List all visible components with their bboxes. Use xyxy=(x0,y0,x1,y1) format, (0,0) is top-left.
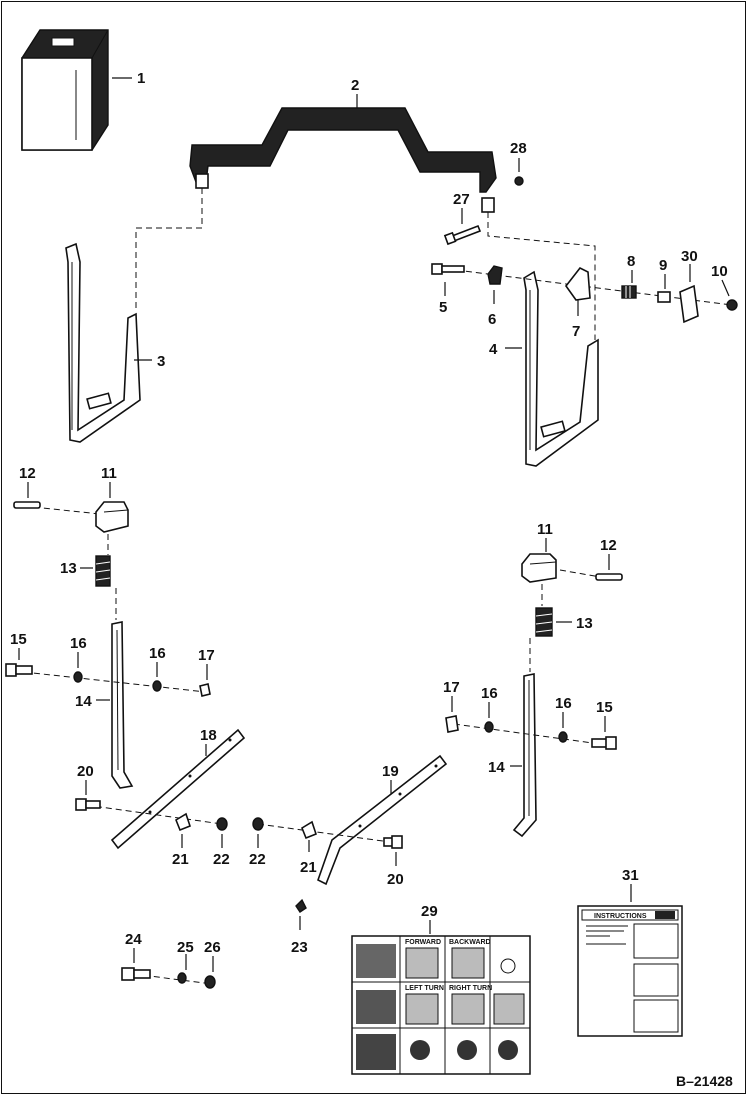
decal-forward: FORWARD xyxy=(405,939,441,946)
callout-20-left: 20 xyxy=(77,763,94,780)
part-2-handle-bar xyxy=(189,107,497,213)
decal-left-turn: LEFT TURN xyxy=(405,985,444,992)
callout-7: 7 xyxy=(572,323,580,340)
callout-8: 8 xyxy=(627,253,635,270)
part-13-left-spring xyxy=(95,555,111,587)
part-4-right-bar xyxy=(523,270,599,467)
part-17-left-nut xyxy=(199,683,211,697)
callout-13-right: 13 xyxy=(576,615,593,632)
callout-18: 18 xyxy=(200,727,217,744)
callout-16-left-b: 16 xyxy=(149,645,166,662)
callout-14-left: 14 xyxy=(75,693,92,710)
part-16-right-washer-b xyxy=(558,731,568,743)
part-31-decal xyxy=(577,905,683,1037)
callout-26: 26 xyxy=(204,939,221,956)
part-11-left-block xyxy=(95,501,129,533)
callout-13-left: 13 xyxy=(60,560,77,577)
decal-backward: BACKWARD xyxy=(449,939,491,946)
part-28-nut xyxy=(514,176,524,186)
callout-22-right: 22 xyxy=(249,851,266,868)
part-12-left-pin xyxy=(13,501,41,509)
part-20-right-bolt xyxy=(383,835,403,849)
part-16-right-washer-a xyxy=(484,721,494,733)
part-3-left-bar xyxy=(65,242,141,443)
callout-15-left: 15 xyxy=(10,631,27,648)
callout-11-left: 11 xyxy=(101,465,117,482)
callout-19: 19 xyxy=(382,763,399,780)
part-30-plate xyxy=(679,284,699,324)
callout-15-right: 15 xyxy=(596,699,613,716)
part-26-nut xyxy=(204,975,216,989)
callout-16-right-b: 16 xyxy=(555,695,572,712)
part-14-left-lever xyxy=(111,621,134,789)
callout-23: 23 xyxy=(291,939,308,956)
part-15-left-bolt xyxy=(5,663,33,677)
part-20-left-bolt xyxy=(75,798,101,811)
callout-21-left: 21 xyxy=(172,851,189,868)
callout-17-left: 17 xyxy=(198,647,215,664)
part-19-cross-bar xyxy=(317,754,448,886)
part-18-cross-bar xyxy=(110,728,246,850)
part-21-left-clip xyxy=(175,812,191,832)
part-29-decal xyxy=(351,935,531,1075)
callout-20-right: 20 xyxy=(387,871,404,888)
figure-code: B–21428 xyxy=(676,1073,733,1089)
callout-5: 5 xyxy=(439,299,447,316)
part-1-box xyxy=(21,29,109,151)
callout-6: 6 xyxy=(488,311,496,328)
part-12-right-pin xyxy=(595,573,623,581)
part-11-right-block xyxy=(521,553,557,583)
part-7-bracket xyxy=(565,266,591,301)
part-21-right-clip xyxy=(301,820,317,840)
decal-right-turn: RIGHT TURN xyxy=(449,985,492,992)
callout-29: 29 xyxy=(421,903,438,920)
callout-17-right: 17 xyxy=(443,679,460,696)
part-27-bolt xyxy=(443,224,482,246)
part-23-clip xyxy=(295,898,307,913)
callout-16-left-a: 16 xyxy=(70,635,87,652)
callout-14-right: 14 xyxy=(488,759,505,776)
callout-22-left: 22 xyxy=(213,851,230,868)
decal-instructions-header: INSTRUCTIONS xyxy=(594,913,647,920)
part-16-left-washer-b xyxy=(152,680,162,692)
callout-11-right: 11 xyxy=(537,521,553,538)
part-8-spring xyxy=(621,285,637,299)
part-17-right-nut xyxy=(445,715,459,733)
callout-21-right: 21 xyxy=(300,859,317,876)
callout-31: 31 xyxy=(622,867,639,884)
callout-24: 24 xyxy=(125,931,142,948)
part-22-right-nut xyxy=(252,817,264,831)
part-22-left-nut xyxy=(216,817,228,831)
callout-27: 27 xyxy=(453,191,470,208)
part-9-spacer xyxy=(657,291,671,303)
callout-1: 1 xyxy=(137,70,145,87)
part-5-bolt xyxy=(431,263,465,275)
part-15-right-bolt xyxy=(591,736,617,750)
callout-30: 30 xyxy=(681,248,698,265)
callout-12-left: 12 xyxy=(19,465,36,482)
part-16-left-washer-a xyxy=(73,671,83,683)
callout-12-right: 12 xyxy=(600,537,617,554)
callout-2: 2 xyxy=(351,77,359,94)
callout-25: 25 xyxy=(177,939,194,956)
callout-3: 3 xyxy=(157,353,165,370)
part-6-block xyxy=(487,265,503,285)
callout-16-right-a: 16 xyxy=(481,685,498,702)
callout-10: 10 xyxy=(711,263,728,280)
part-14-right-lever xyxy=(512,673,537,838)
part-13-right-spring xyxy=(535,607,553,637)
callout-28: 28 xyxy=(510,140,527,157)
callout-4: 4 xyxy=(489,341,498,358)
part-24-bolt xyxy=(121,967,151,981)
part-10-nut xyxy=(726,299,738,311)
part-25-washer xyxy=(177,972,187,984)
callout-9: 9 xyxy=(659,257,667,274)
